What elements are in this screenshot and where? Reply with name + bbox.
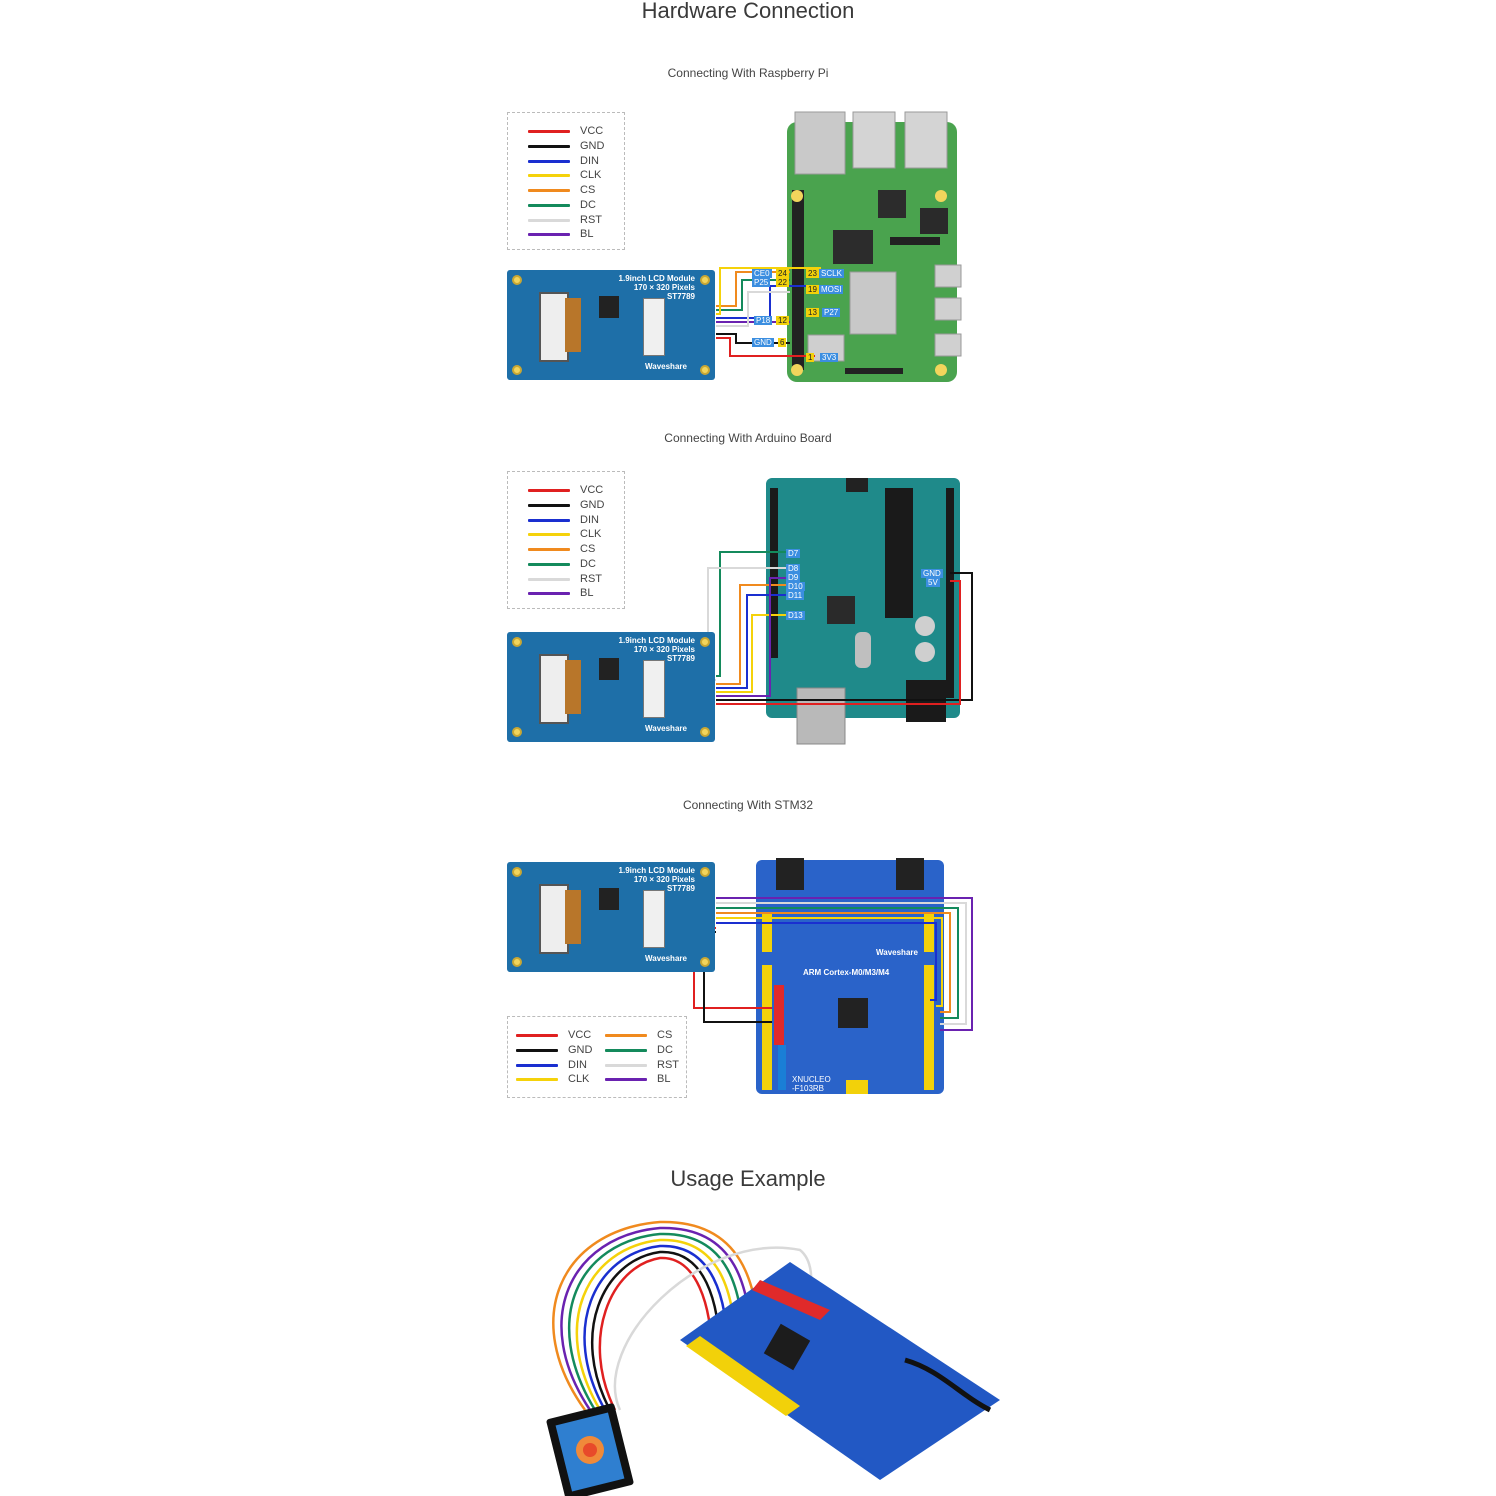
rpi-pin-gnd: GND xyxy=(752,338,774,347)
arduino-pin-gnd: GND xyxy=(921,569,943,578)
arduino-wires xyxy=(707,551,973,705)
lcd-brand: Waveshare xyxy=(645,724,687,733)
legend-raspberry-pi: VCC GND DIN CLK CS DC RST BL xyxy=(507,112,625,250)
rpi-pin-22: 22 xyxy=(776,278,789,287)
arduino-pin-d11: D11 xyxy=(786,591,805,600)
lcd-brand: Waveshare xyxy=(645,954,687,963)
arduino-board xyxy=(766,478,960,745)
arduino-pin-d10: D10 xyxy=(786,582,805,591)
rpi-pin-ce0: CE0 xyxy=(752,269,772,278)
arduino-pin-d7: D7 xyxy=(786,549,801,558)
lcd-brand: Waveshare xyxy=(645,362,687,371)
rpi-pin-p25: P25 xyxy=(752,278,771,287)
rpi-pin-p27: P27 xyxy=(822,308,841,317)
stm32-brand: Waveshare xyxy=(876,948,918,957)
section-title-arduino: Connecting With Arduino Board xyxy=(664,431,832,445)
arduino-pin-d8: D8 xyxy=(786,564,801,573)
rpi-pin-24: 24 xyxy=(776,269,789,278)
section-title-stm32: Connecting With STM32 xyxy=(682,798,814,812)
legend-stm32: VCC GND DIN CLK CS DC RST BL xyxy=(507,1016,687,1098)
rpi-pin-19: 19 xyxy=(806,285,819,294)
raspberry-pi-board xyxy=(787,111,962,382)
stm32-model: XNUCLEO-F103RB xyxy=(792,1075,831,1093)
rpi-pin-3v3: 3V3 xyxy=(820,353,839,362)
rpi-pin-mosi: MOSI xyxy=(819,285,844,294)
section-title-raspberry-pi: Connecting With Raspberry Pi xyxy=(667,66,829,80)
rpi-pin-1: 1 xyxy=(806,353,815,362)
usage-example-photo xyxy=(546,1220,1000,1496)
rpi-pin-p18: P18 xyxy=(754,316,773,325)
rpi-pin-6: 6 xyxy=(778,338,787,347)
usage-example-heading: Usage Example xyxy=(670,1166,826,1191)
hardware-connection-heading: Hardware Connection xyxy=(641,0,855,23)
rpi-pin-13: 13 xyxy=(806,308,819,317)
rpi-pin-23: 23 xyxy=(806,269,819,278)
rpi-pin-sclk: SCLK xyxy=(819,269,844,278)
stm32-title: ARM Cortex-M0/M3/M4 xyxy=(803,968,890,977)
legend-arduino: VCC GND DIN CLK CS DC RST BL xyxy=(507,471,625,609)
rpi-pin-12: 12 xyxy=(776,316,789,325)
arduino-pin-5v: 5V xyxy=(926,578,940,587)
arduino-pin-d13: D13 xyxy=(786,611,805,620)
arduino-pin-d9: D9 xyxy=(786,573,801,582)
